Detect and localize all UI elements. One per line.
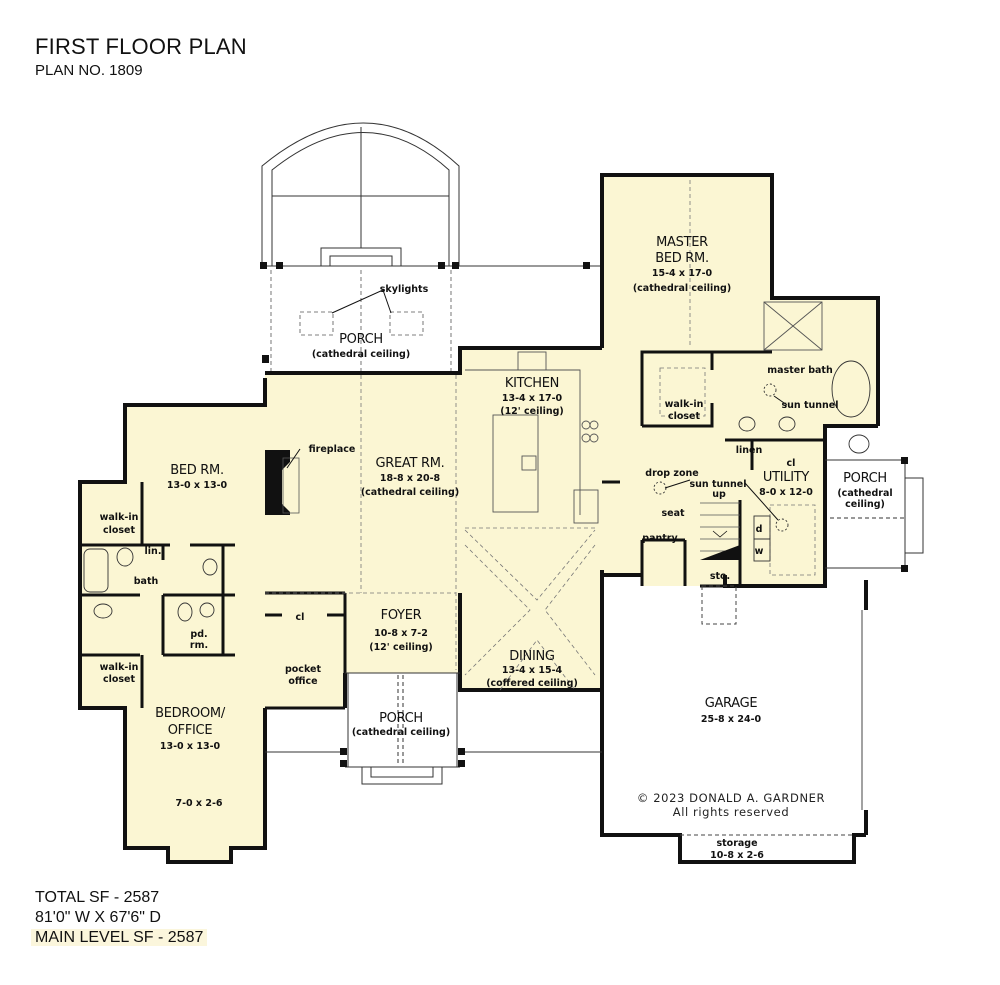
utility-closet-label: cl [787,458,796,469]
hearth [282,457,300,514]
bed-closet-line1: walk-in [100,512,139,523]
bedroom-office-bay: 7-0 x 2-6 [175,798,222,809]
kitchen-name: KITCHEN [505,376,559,391]
garage-door [680,585,863,836]
office-closet-line2: closet [103,674,136,685]
bed-rm-size: 13-0 x 13-0 [167,480,228,491]
master-bath-label: master bath [767,365,833,376]
side-porch-posts [901,457,908,572]
great-room-size: 18-8 x 20-8 [380,473,441,484]
foyer-name: FOYER [381,608,422,623]
dining-name: DINING [509,649,554,664]
sun-tunnel-leaders [664,395,788,521]
main-level-sf: MAIN LEVEL SF - 2587 [31,929,208,946]
side-porch-line3: ceiling) [845,499,885,510]
exterior-walls [78,173,880,864]
dryer-label: d [756,524,763,535]
foyer-size: 10-8 x 7-2 [374,628,428,639]
plan-title: FIRST FLOOR PLAN [35,34,247,59]
great-room-name: GREAT RM. [376,456,445,471]
total-sf: TOTAL SF - 2587 [35,889,160,906]
great-room-note: (cathedral ceiling) [361,487,459,498]
copyright-line1: © 2023 DONALD A. GARDNER [637,791,825,805]
powder-line1: pd. [190,629,207,640]
drop-zone-label: drop zone [645,468,698,479]
foyer-note: (12' ceiling) [369,642,433,653]
bed-closet-line2: closet [103,525,136,536]
ceiling-lines [265,180,816,691]
side-porch-name: PORCH [843,471,887,486]
master-bed-note: (cathedral ceiling) [633,283,731,294]
overall-dimensions: 81'0" W X 67'6" D [35,909,161,926]
rear-porch-name: PORCH [339,332,383,347]
drop-zone-sun-tunnel: sun tunnel [689,479,746,490]
pocket-office-line1: pocket [285,664,321,675]
washer-label: w [755,546,764,557]
lin-label: lin. [145,546,162,557]
dining-size: 13-4 x 15-4 [502,665,563,676]
bedroom-office-line2: OFFICE [168,723,213,738]
rear-porch-note: (cathedral ceiling) [312,349,410,360]
porch-posts [260,262,590,363]
bedroom-office-line1: BEDROOM/ [155,706,226,721]
kitchen-size: 13-4 x 17-0 [502,393,563,404]
room-labels: skylights PORCH (cathedral ceiling) MAST… [100,235,893,861]
side-porch-outline [825,459,924,569]
powder-line2: rm. [190,640,208,651]
rear-porch-dashed [270,270,452,372]
master-closet-line2: closet [668,411,701,422]
bedroom-office-size: 13-0 x 13-0 [160,741,221,752]
bath-fixtures [83,360,871,622]
skylight-leaders [331,289,392,314]
interior-fill [82,175,878,862]
pocket-office-closet: cl [296,612,305,623]
seat-label: seat [661,508,685,519]
garage-name: GARAGE [705,696,758,711]
master-bed-name-2: BED RM. [655,251,709,266]
pocket-office-line2: office [288,676,317,687]
pantry-label: pantry [642,533,678,544]
master-bed-size: 15-4 x 17-0 [652,268,713,279]
master-closet-line1: walk-in [665,399,704,410]
rear-porch-arch [261,122,600,267]
bed-rm-name: BED RM. [170,463,224,478]
office-closet-line1: walk-in [100,662,139,673]
plan-stats: TOTAL SF - 2587 81'0" W X 67'6" D MAIN L… [31,888,208,948]
copyright-line2: All rights reserved [673,805,790,819]
master-skylight [763,301,823,351]
side-porch-line2: (cathedral [837,488,892,499]
linen-label: linen [736,445,763,456]
storage-size: 10-8 x 2-6 [710,850,764,861]
bath-label: bath [134,576,159,587]
plan-number: PLAN NO. 1809 [35,62,143,79]
kitchen-note: (12' ceiling) [500,406,564,417]
stair-landing [700,545,740,560]
utility-name: UTILITY [763,470,810,485]
interior-walls [80,350,825,710]
front-porch-outline [265,672,602,785]
garage-size: 25-8 x 24-0 [701,714,762,725]
storage-label: storage [716,838,757,849]
skylights-label: skylights [380,284,429,295]
stairs-up-label: up [712,489,726,500]
front-porch-note: (cathedral ceiling) [352,727,450,738]
sto-label: sto. [710,571,730,582]
front-porch-posts [340,748,465,767]
master-bath-sun-tunnel: sun tunnel [781,400,838,411]
fireplace-label: fireplace [309,444,356,455]
dining-note: (coffered ceiling) [486,678,578,689]
fireplace-icon [265,450,290,515]
kitchen-fixtures [465,351,599,524]
front-porch-name: PORCH [379,711,423,726]
fireplace-leader [286,448,301,469]
utility-size: 8-0 x 12-0 [759,487,813,498]
master-bed-name-1: MASTER [656,235,708,250]
